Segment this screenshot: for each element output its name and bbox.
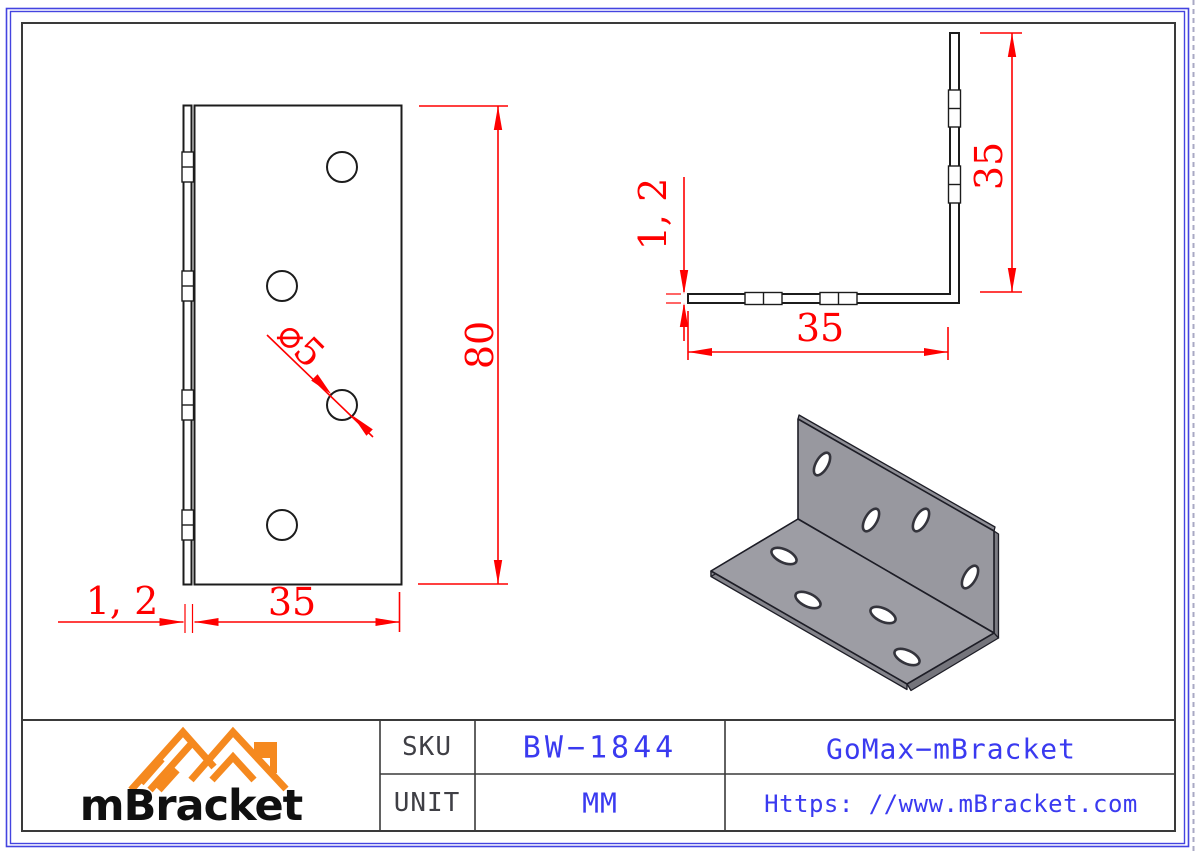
front-width-label: 35	[268, 580, 316, 624]
website-url: Https: //www.mBracket.com	[764, 790, 1138, 818]
side-view: 35 1, 2 35	[631, 32, 1022, 360]
sku-label: SKU	[402, 732, 452, 762]
side-view-profile	[687, 32, 960, 304]
title-block: mBracket SKU BW−1844 GoMax−mBracket UNIT…	[22, 719, 1175, 831]
side-horizontal-leg-dimension	[687, 311, 949, 360]
brand-logo: mBracket	[80, 726, 304, 831]
drawing-frame	[21, 22, 1176, 832]
logo-flag-icon	[254, 742, 277, 773]
front-width-dimension	[194, 592, 401, 632]
front-height-label: 80	[458, 321, 502, 369]
front-view-edge-hole-marks	[181, 151, 195, 541]
front-view-holes	[266, 151, 358, 541]
front-view-plate	[193, 104, 403, 586]
side-vertical-leg-dimension	[980, 32, 1022, 293]
hole	[326, 151, 358, 183]
hole	[266, 270, 298, 302]
sheet-borders	[5, 0, 1195, 854]
hole	[326, 389, 358, 421]
unit-label: UNIT	[394, 788, 461, 818]
front-height-dimension	[418, 105, 508, 585]
sku-value: BW−1844	[523, 731, 677, 766]
front-view-edge-strip	[182, 104, 193, 586]
isometric-view	[710, 414, 1000, 692]
side-horizontal-leg-label: 35	[796, 306, 844, 350]
outer-blue-border	[5, 7, 1190, 848]
front-thickness-label: 1, 2	[86, 579, 159, 623]
front-view: 80 35 1, 2 ⌀5	[58, 104, 508, 633]
product-name: GoMax−mBracket	[826, 733, 1076, 766]
unit-value: MM	[582, 787, 618, 820]
logo-mountains-icon	[128, 726, 289, 793]
hole	[266, 509, 298, 541]
brand-name: mBracket	[80, 781, 303, 831]
side-thickness-label: 1, 2	[631, 178, 675, 251]
title-block-lines	[22, 719, 1175, 831]
iso-holes	[770, 451, 980, 667]
side-view-hole-marks	[744, 89, 962, 306]
inner-blue-border	[9, 10, 1186, 845]
side-vertical-leg-label: 35	[967, 142, 1011, 190]
